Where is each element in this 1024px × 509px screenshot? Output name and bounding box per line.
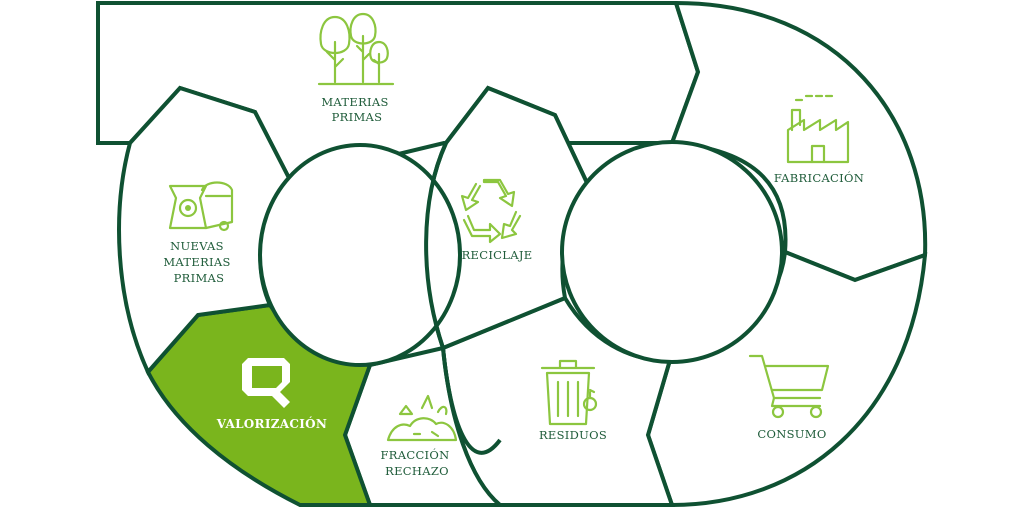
- trees-icon: [317, 12, 395, 86]
- trash-bin-icon: [540, 359, 598, 426]
- label-residuos: RESIDUOS: [539, 428, 607, 442]
- inner-hole-left: [258, 143, 462, 367]
- sacks-icon: [168, 181, 234, 232]
- valorization-logo-icon: [242, 358, 290, 408]
- label-fabricacion: FABRICACIÓN: [774, 171, 864, 185]
- label-reciclaje: RECICLAJE: [462, 248, 533, 262]
- label-nuevas-materias-primas: NUEVAS MATERIAS PRIMAS: [163, 239, 234, 285]
- waste-pile-icon: [386, 394, 458, 442]
- recycle-icon: [460, 178, 522, 244]
- factory-icon: [786, 94, 850, 164]
- inner-hole-right: [560, 140, 784, 364]
- label-consumo: CONSUMO: [757, 427, 826, 441]
- inner-divider-left: [424, 142, 502, 455]
- label-valorizacion: VALORIZACIÓN: [216, 415, 327, 431]
- label-materias-primas: MATERIAS PRIMAS: [321, 95, 392, 124]
- label-fraccion-rechazo: FRACCIÓN RECHAZO: [381, 448, 454, 478]
- shopping-cart-icon: [748, 354, 830, 419]
- segment-fabricacion: [669, 0, 928, 283]
